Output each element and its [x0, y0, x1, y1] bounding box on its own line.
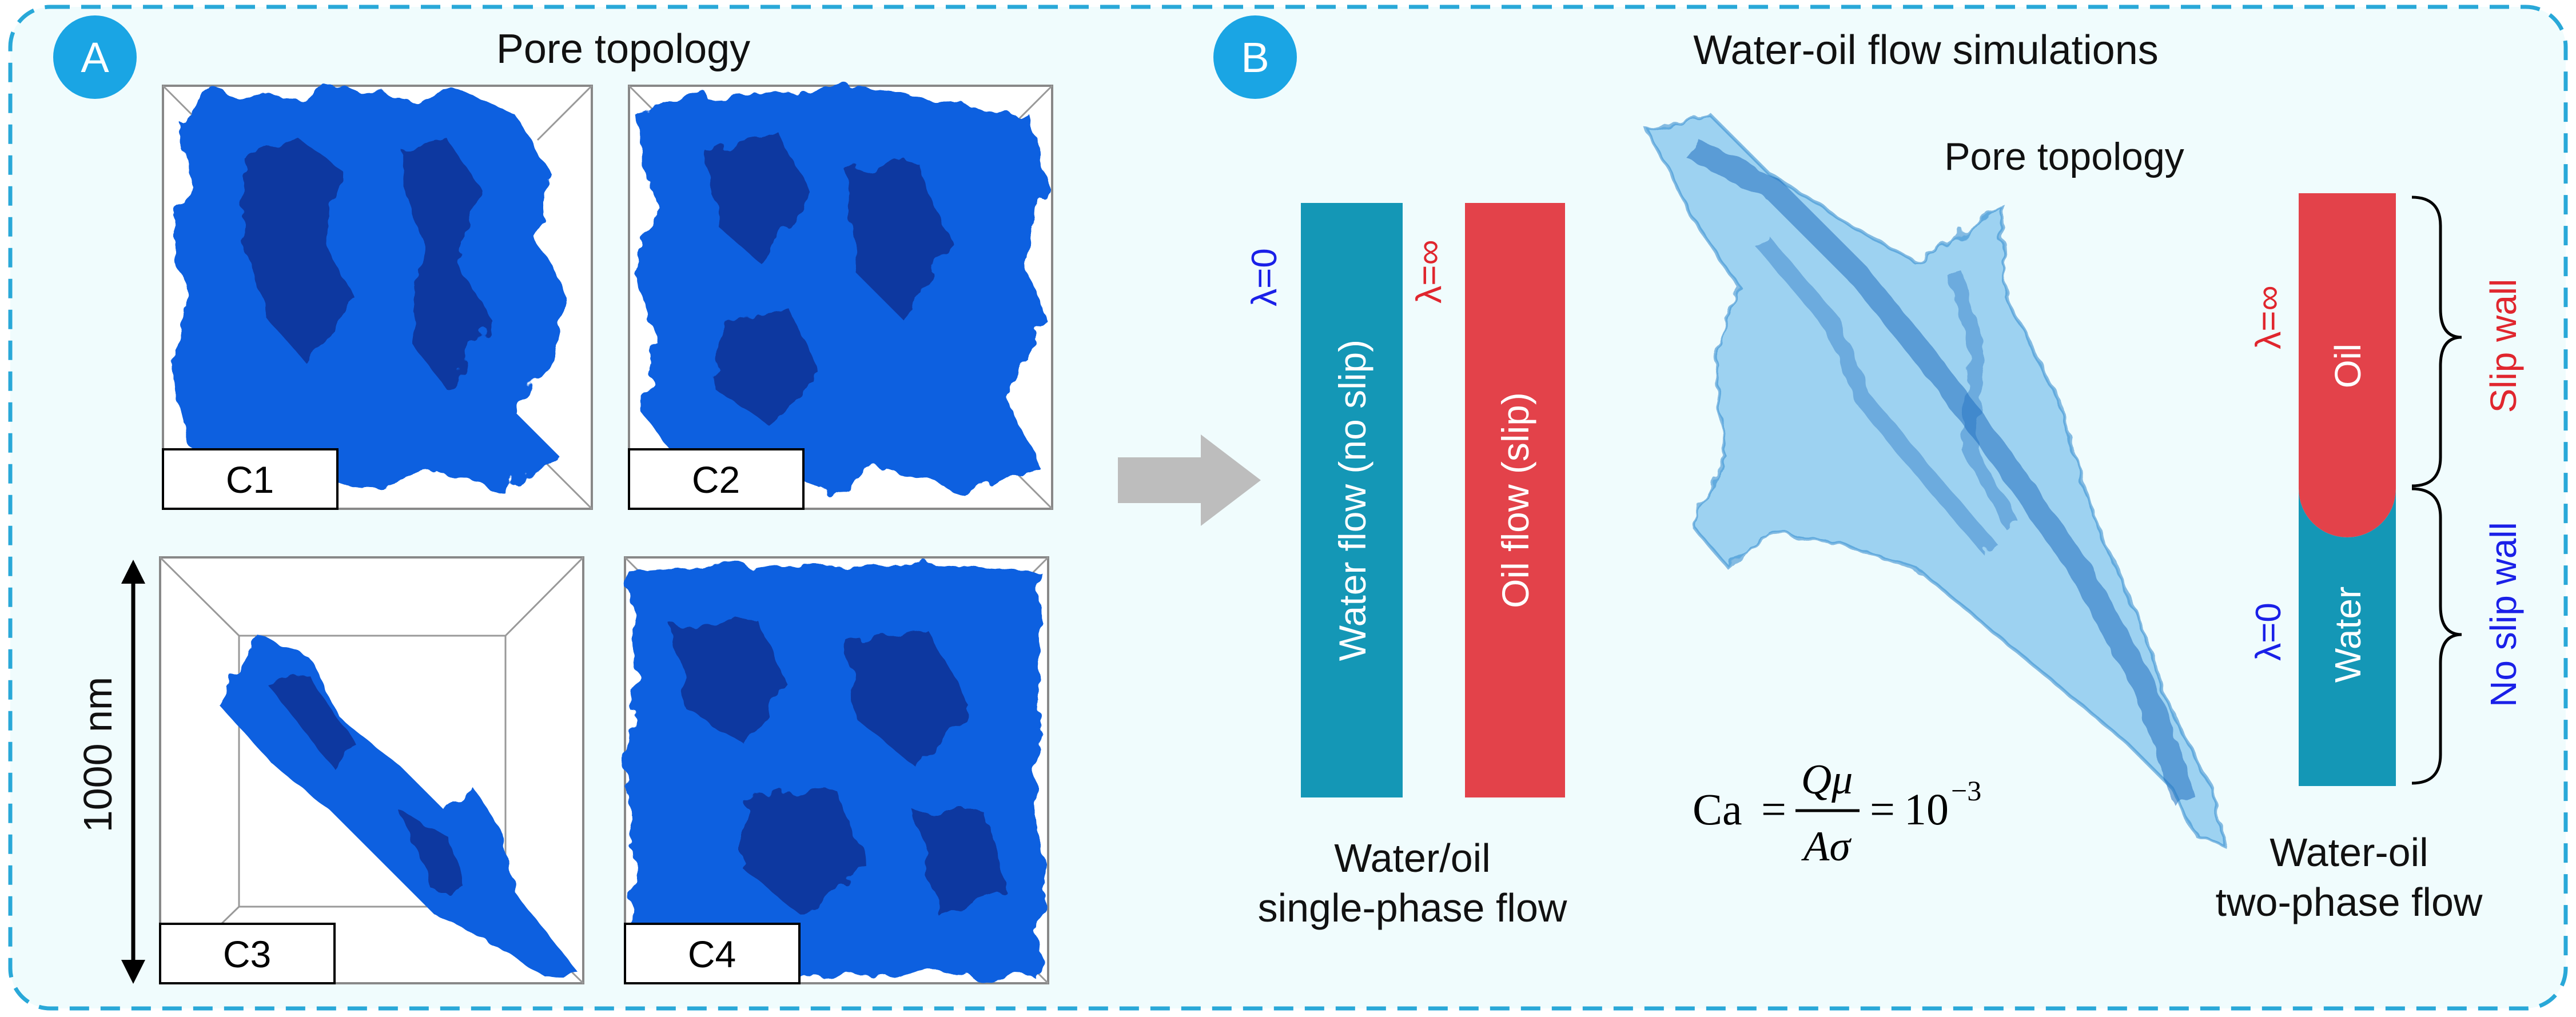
water-flow-label: Water flow (no slip): [1331, 340, 1373, 661]
sample-c2: C2: [628, 85, 1053, 510]
sample-c4-label: C4: [688, 933, 736, 975]
panel-b: B Water-oil flow simulations Water flow …: [1213, 15, 2524, 930]
lambda-zero-two-phase: λ=0: [2249, 603, 2288, 661]
no-slip-wall-label: No slip wall: [2483, 522, 2524, 707]
panel-b-title: Water-oil flow simulations: [1693, 27, 2159, 73]
water-phase-bar: [2299, 489, 2396, 786]
slip-wall-brace: [2411, 196, 2462, 488]
water-phase-label: Water: [2327, 587, 2368, 683]
oil-phase-label: Oil: [2327, 344, 2368, 388]
oil-flow-bar: [1465, 203, 1565, 797]
sample-c3: C3: [159, 556, 584, 984]
panel-b-badge-letter: B: [1241, 34, 1269, 81]
water-flow-bar: [1301, 203, 1403, 797]
oil-phase-bar: [2299, 193, 2396, 537]
panel-a-badge-letter: A: [81, 34, 109, 81]
eq-numerator: Qμ: [1801, 756, 1853, 803]
eq-equals-2: =: [1870, 784, 1895, 834]
slip-wall-label: Slip wall: [2483, 279, 2524, 413]
oil-flow-label: Oil flow (slip): [1494, 392, 1536, 608]
single-phase-caption-1: Water/oil: [1334, 836, 1491, 880]
two-phase-caption-1: Water-oil: [2270, 830, 2428, 875]
eq-denominator: Aσ: [1801, 823, 1852, 870]
transition-arrow: [1118, 434, 1261, 526]
lambda-zero-single: λ=0: [1245, 248, 1284, 306]
no-slip-wall-brace: [2411, 487, 2462, 785]
eq-exponent: −3: [1951, 775, 1981, 807]
sample-c1: C1: [162, 85, 593, 510]
eq-equals-1: =: [1761, 784, 1786, 834]
scale-bar-label: 1000 nm: [75, 677, 120, 832]
lambda-inf-single: λ=∞: [1410, 240, 1449, 303]
sample-c3-label: C3: [223, 933, 271, 975]
capillary-number-equation: Ca = Qμ Aσ = 10 −3: [1693, 756, 1981, 870]
pore-topology-label: Pore topology: [1944, 135, 2184, 178]
single-phase-caption-2: single-phase flow: [1258, 886, 1567, 930]
panel-a-title: Pore topology: [496, 26, 750, 72]
sample-c2-label: C2: [692, 458, 740, 501]
sample-c1-label: C1: [226, 458, 274, 501]
panel-a: A Pore topology 1000 nm C1: [53, 15, 1053, 984]
panel-b-badge: [1213, 15, 1297, 99]
panel-a-badge: [53, 15, 137, 99]
eq-lhs: Ca: [1693, 784, 1742, 834]
translucent-pore: [1644, 112, 2227, 849]
two-phase-caption-2: two-phase flow: [2216, 880, 2483, 924]
lambda-inf-two-phase: λ=∞: [2249, 285, 2288, 349]
eq-base: 10: [1904, 784, 1949, 834]
sample-c4: C4: [624, 556, 1049, 984]
